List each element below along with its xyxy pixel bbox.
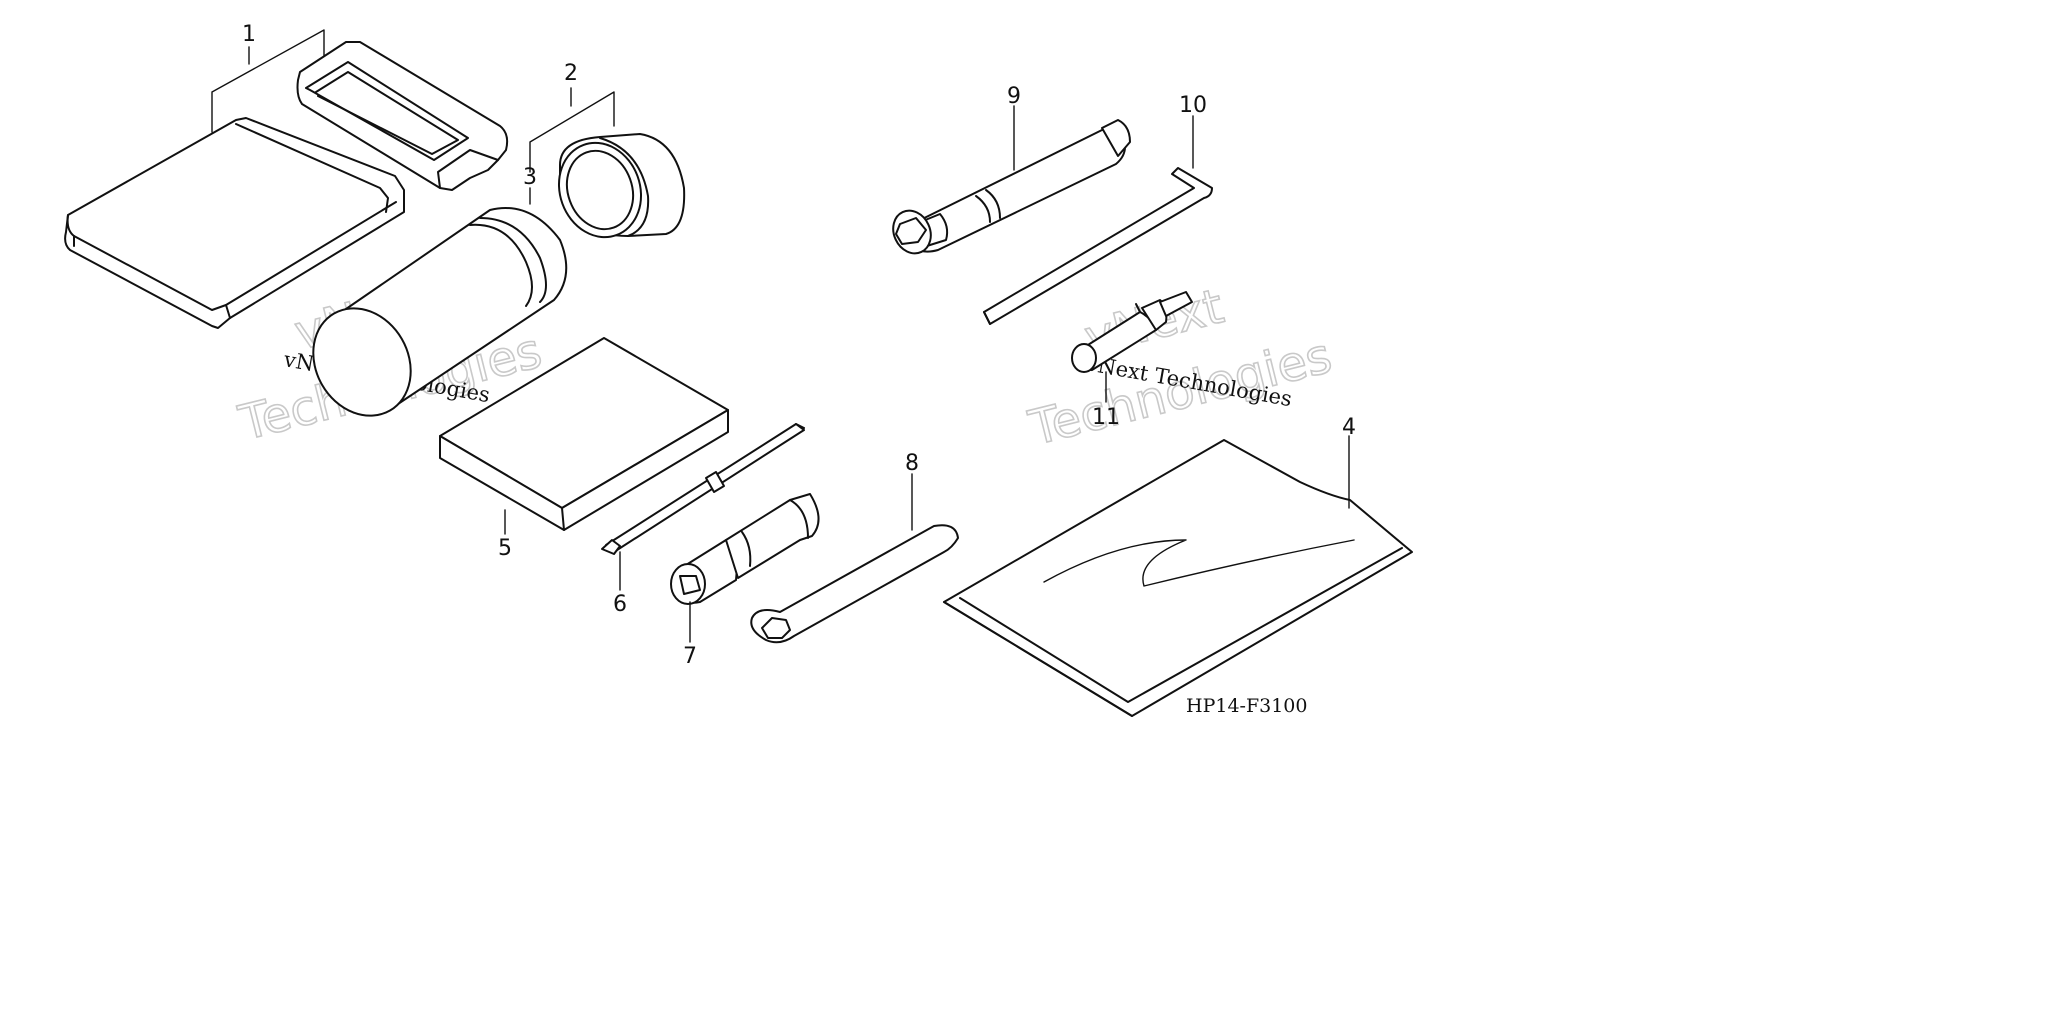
callout-labels: 1 2 3 4 5 6 7 8 9 10 11 bbox=[242, 22, 1356, 669]
callout-11: 11 bbox=[1092, 405, 1120, 430]
part-6-screwdriver bbox=[601, 423, 805, 555]
callout-6: 6 bbox=[613, 592, 627, 617]
part-1-tool-bag bbox=[64, 41, 509, 329]
part-5-manual bbox=[439, 337, 729, 531]
callout-8: 8 bbox=[905, 451, 919, 476]
diagram-code: HP14-F3100 bbox=[1186, 695, 1308, 717]
callout-1: 1 bbox=[242, 22, 256, 47]
part-9-plug-wrench bbox=[892, 119, 1131, 255]
part-8-wrench bbox=[750, 524, 959, 644]
part-2-ring bbox=[557, 133, 686, 239]
callout-4: 4 bbox=[1342, 415, 1356, 440]
part-10-hex-key bbox=[983, 167, 1213, 325]
callout-10: 10 bbox=[1179, 93, 1207, 118]
callout-3: 3 bbox=[523, 165, 537, 190]
callout-9: 9 bbox=[1007, 84, 1021, 109]
callout-7: 7 bbox=[683, 644, 697, 669]
part-7-socket-handle bbox=[670, 493, 820, 605]
leader-lines bbox=[211, 29, 1350, 643]
part-4-plastic-pouch bbox=[943, 439, 1413, 717]
tool-kit-parts-diagram: vNext Technologies vNext Technologies vN… bbox=[64, 22, 1413, 717]
callout-2: 2 bbox=[564, 61, 578, 86]
part-11-bit-extension bbox=[1071, 291, 1193, 373]
callout-5: 5 bbox=[498, 536, 512, 561]
part-3-canister bbox=[312, 207, 568, 417]
